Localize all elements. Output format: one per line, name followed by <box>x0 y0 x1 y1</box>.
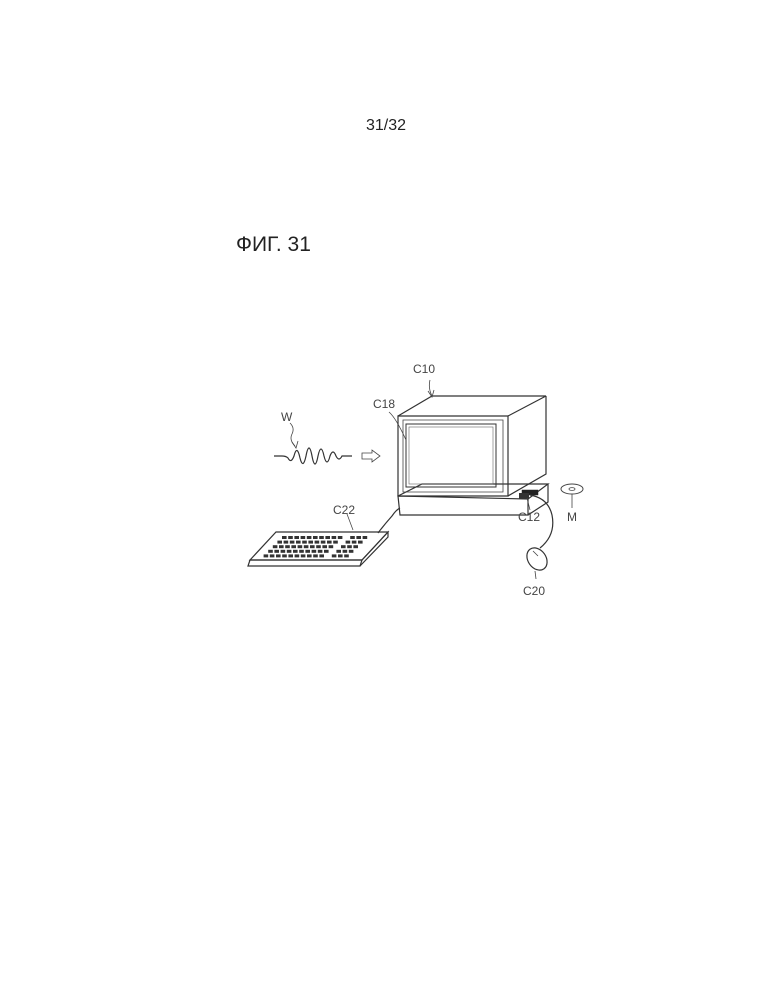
label-keyboard: C22 <box>333 503 355 517</box>
keyboard-key <box>352 541 357 544</box>
keyboard-key <box>299 550 304 553</box>
keyboard-key <box>313 536 318 539</box>
keyboard-key <box>273 545 278 548</box>
keyboard-key <box>353 545 358 548</box>
keyboard-key <box>290 541 295 544</box>
keyboard-key <box>285 545 290 548</box>
keyboard-key <box>310 545 315 548</box>
display-screen <box>406 424 496 487</box>
keyboard-key <box>305 550 310 553</box>
keyboard-key <box>307 536 312 539</box>
keyboard-key <box>333 541 338 544</box>
keyboard-key <box>270 554 275 557</box>
keyboard-key <box>281 550 286 553</box>
keyboard-key <box>325 536 330 539</box>
keyboard-key <box>346 541 351 544</box>
label-mouse: C20 <box>523 584 545 598</box>
keyboard-key <box>324 550 329 553</box>
keyboard-key <box>307 554 312 557</box>
keyboard-key <box>301 554 306 557</box>
drive-slot <box>519 490 538 499</box>
keyboard-key <box>319 536 324 539</box>
keyboard-key <box>315 541 320 544</box>
label-medium: M <box>567 510 577 524</box>
keyboard-key <box>302 541 307 544</box>
keyboard-key <box>347 545 352 548</box>
keyboard-key <box>312 550 317 553</box>
keyboard-key <box>308 541 313 544</box>
keyboard-key <box>264 554 269 557</box>
keyboard-key <box>287 550 292 553</box>
keyboard-key <box>293 550 298 553</box>
keyboard-key <box>296 541 301 544</box>
keyboard-key <box>363 536 368 539</box>
keyboard-key <box>313 554 318 557</box>
keyboard-key <box>322 545 327 548</box>
keyboard-key <box>336 550 341 553</box>
keyboard-key <box>276 554 281 557</box>
keyboard-key <box>350 536 355 539</box>
keyboard-key <box>316 545 321 548</box>
mouse <box>523 495 553 579</box>
keyboard-key <box>284 541 289 544</box>
keyboard-key <box>349 550 354 553</box>
storage-disc <box>561 484 583 508</box>
keyboard-key <box>282 536 287 539</box>
keyboard-key <box>288 554 293 557</box>
signal-waveform <box>274 423 352 464</box>
keyboard-key <box>268 550 273 553</box>
keyboard-key <box>356 536 361 539</box>
keyboard <box>248 508 400 566</box>
keyboard-key <box>274 550 279 553</box>
computer-unit <box>398 396 548 515</box>
keyboard-key <box>295 554 300 557</box>
keyboard-key <box>358 541 363 544</box>
keyboard-key <box>279 545 284 548</box>
keyboard-key <box>343 550 348 553</box>
keyboard-key <box>304 545 309 548</box>
keyboard-key <box>327 541 332 544</box>
keyboard-key <box>321 541 326 544</box>
label-signal: W <box>281 410 293 424</box>
keyboard-key <box>301 536 306 539</box>
label-display: C18 <box>373 397 395 411</box>
keyboard-key <box>338 554 343 557</box>
keyboard-key <box>341 545 346 548</box>
keyboard-key <box>332 536 337 539</box>
keyboard-key <box>332 554 337 557</box>
keyboard-key <box>291 545 296 548</box>
keyboard-key <box>288 536 293 539</box>
keyboard-key <box>318 550 323 553</box>
keyboard-key <box>329 545 334 548</box>
input-arrow <box>362 450 380 462</box>
keyboard-key <box>282 554 287 557</box>
keyboard-key <box>277 541 282 544</box>
keyboard-key <box>338 536 343 539</box>
keyboard-key <box>344 554 349 557</box>
keyboard-key <box>294 536 299 539</box>
keyboard-key <box>298 545 303 548</box>
label-drive: C12 <box>518 510 540 524</box>
keyboard-key <box>319 554 324 557</box>
label-computer: C10 <box>413 362 435 376</box>
